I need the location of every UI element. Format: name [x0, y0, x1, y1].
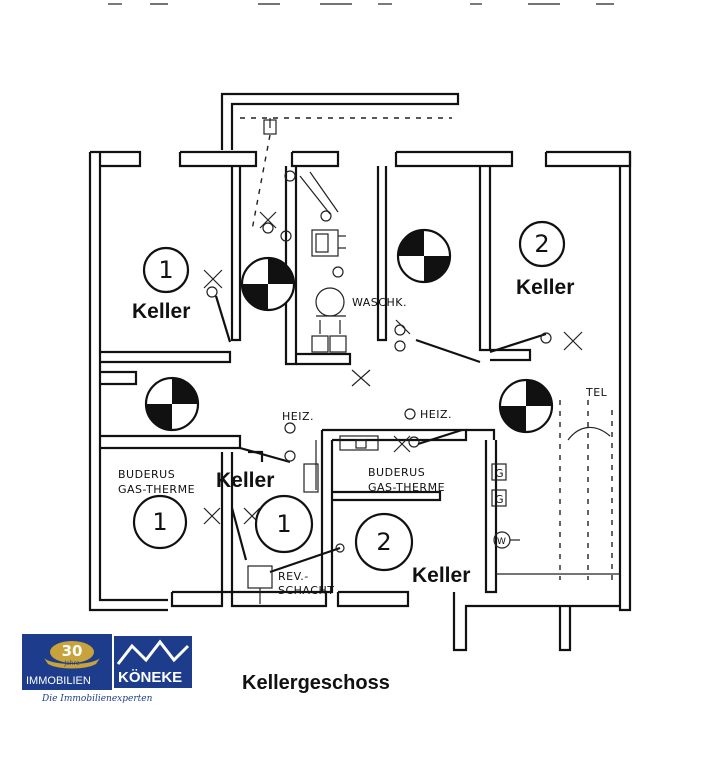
rev-schacht-label-2: SCHACHT — [278, 584, 334, 597]
svg-text:1: 1 — [276, 510, 291, 538]
heiz-label-left: HEIZ. — [282, 410, 314, 423]
rev-schacht-label-1: REV.- — [278, 570, 309, 583]
svg-text:2: 2 — [534, 230, 549, 258]
light-fixtures — [203, 211, 583, 525]
logo-tagline: Die Immobilienexperten — [42, 694, 153, 704]
washing-machine-icon — [315, 287, 345, 317]
room-label-keller-3: Keller — [216, 469, 274, 492]
gas-meter-lower-label: G — [495, 493, 504, 506]
plan-caption: Kellergeschoss — [242, 672, 390, 694]
room-number-1-top-left: 1 — [142, 246, 190, 294]
gas-meter-upper-icon — [491, 463, 507, 481]
logo-left-word: IMMOBILIEN — [26, 675, 91, 687]
gas-meter-upper-label: G — [495, 467, 504, 480]
buderus-label-left-1: BUDERUS — [118, 468, 175, 481]
svg-text:1: 1 — [158, 256, 173, 284]
equipment — [247, 229, 620, 604]
room-number-1-bottom-middle: 1 — [254, 494, 314, 554]
company-logo: 30 Jahre IMMOBILIEN KÖNEKE — [22, 634, 194, 690]
heiz-label-right: HEIZ. — [420, 408, 452, 421]
gas-meter-lower-icon — [491, 489, 507, 507]
door-swings — [214, 295, 547, 574]
revision-shaft-icon — [247, 565, 273, 589]
buderus-label-right-2: GAS-THERME — [368, 481, 445, 494]
logo-right-word: KÖNEKE — [118, 669, 182, 686]
buderus-label-right-1: BUDERUS — [368, 466, 425, 479]
room-label-keller-1: Keller — [132, 300, 190, 323]
floor-drain-icon — [498, 378, 554, 434]
room-number-1-bottom-left: 1 — [132, 494, 188, 550]
logo-years: 30 — [62, 642, 83, 660]
buderus-label-left-2: GAS-THERME — [118, 483, 195, 496]
svg-text:2: 2 — [376, 528, 391, 556]
room-labels: Keller Keller Keller Keller — [132, 276, 574, 587]
room-number-2-bottom-right: 2 — [354, 512, 414, 572]
floor-drain-icon — [240, 256, 296, 312]
tel-label: TEL — [585, 386, 608, 399]
room-number-2-top-right: 2 — [518, 220, 566, 268]
outlet-symbols — [206, 170, 552, 553]
wiring-lines — [240, 117, 613, 580]
floor-drain-icon — [396, 228, 452, 284]
room-label-keller-2: Keller — [516, 276, 574, 299]
logo-jahre: Jahre — [63, 660, 80, 667]
technical-labels: WASCHK. TEL HEIZ. HEIZ. BUDERUS GAS-THER… — [118, 296, 608, 597]
water-meter-label: W — [497, 537, 506, 547]
interior-walls — [100, 166, 532, 594]
waschk-label: WASCHK. — [352, 296, 407, 309]
room-label-keller-4: Keller — [412, 564, 470, 587]
outer-walls — [88, 92, 632, 652]
svg-text:1: 1 — [152, 508, 167, 536]
room-number-markers: 1 2 1 1 2 — [132, 220, 566, 572]
floor-drains — [144, 228, 554, 434]
floor-drain-icon — [144, 376, 200, 432]
